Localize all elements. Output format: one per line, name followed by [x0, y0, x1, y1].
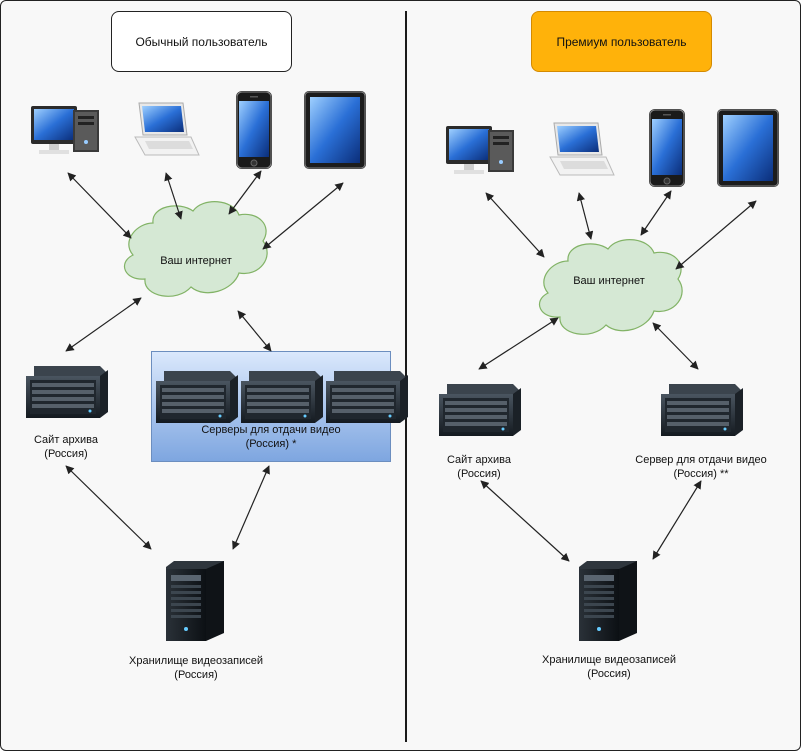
rack-server-icon [156, 371, 238, 423]
video-servers-name: Серверы для отдачи видео [201, 424, 341, 436]
rack-server-icon [26, 366, 108, 418]
video-server-label: Сервер для отдачи видео (Россия) ** [635, 453, 766, 482]
archive-site-name: Сайт архива [33, 434, 99, 446]
archive-site-country: (Россия) [44, 448, 88, 461]
cloud-icon [538, 239, 683, 335]
cloud-icon [123, 201, 268, 297]
video-storage-country: (Россия) [587, 668, 631, 681]
video-storage-name: Хранилище видеозаписей [129, 655, 263, 667]
tablet-icon [303, 90, 367, 170]
tower-server-icon [579, 561, 637, 641]
desktop-computer-icon [446, 126, 514, 174]
rack-server-icon [241, 371, 323, 423]
video-storage-label: Хранилище видеозаписей (Россия) [542, 653, 676, 682]
premium-user-title: Премиум пользователь [531, 11, 712, 72]
archive-site-label: Сайт архива (Россия) [34, 433, 98, 462]
video-servers-label: Серверы для отдачи видео (Россия) * [201, 423, 340, 452]
video-storage-label: Хранилище видеозаписей (Россия) [129, 654, 263, 683]
laptop-icon [549, 122, 615, 176]
tablet-icon [716, 108, 780, 188]
tower-server-icon [166, 561, 224, 641]
archive-site-country: (Россия) [457, 468, 501, 481]
rack-server-icon [661, 384, 743, 436]
internet-label-text: Ваш интернет [573, 275, 645, 287]
smartphone-icon [648, 108, 686, 188]
connection-arrows-left [65, 170, 344, 550]
connection-arrows-right [478, 190, 757, 562]
video-storage-name: Хранилище видеозаписей [542, 654, 676, 666]
video-storage-country: (Россия) [174, 669, 218, 682]
internet-label: Ваш интернет [160, 254, 232, 268]
internet-label-text: Ваш интернет [160, 255, 232, 267]
video-server-name: Сервер для отдачи видео [635, 454, 767, 466]
desktop-computer-icon [31, 106, 99, 154]
rack-server-icon [439, 384, 521, 436]
archive-site-name: Сайт архива [446, 454, 512, 466]
archive-site-label: Сайт архива (Россия) [447, 453, 511, 482]
rack-server-icon [326, 371, 408, 423]
video-server-country: (Россия) ** [673, 468, 729, 481]
smartphone-icon [235, 90, 273, 170]
internet-label: Ваш интернет [573, 274, 645, 288]
video-servers-country: (Россия) * [245, 438, 297, 451]
laptop-icon [134, 102, 200, 156]
regular-user-title: Обычный пользователь [111, 11, 292, 72]
